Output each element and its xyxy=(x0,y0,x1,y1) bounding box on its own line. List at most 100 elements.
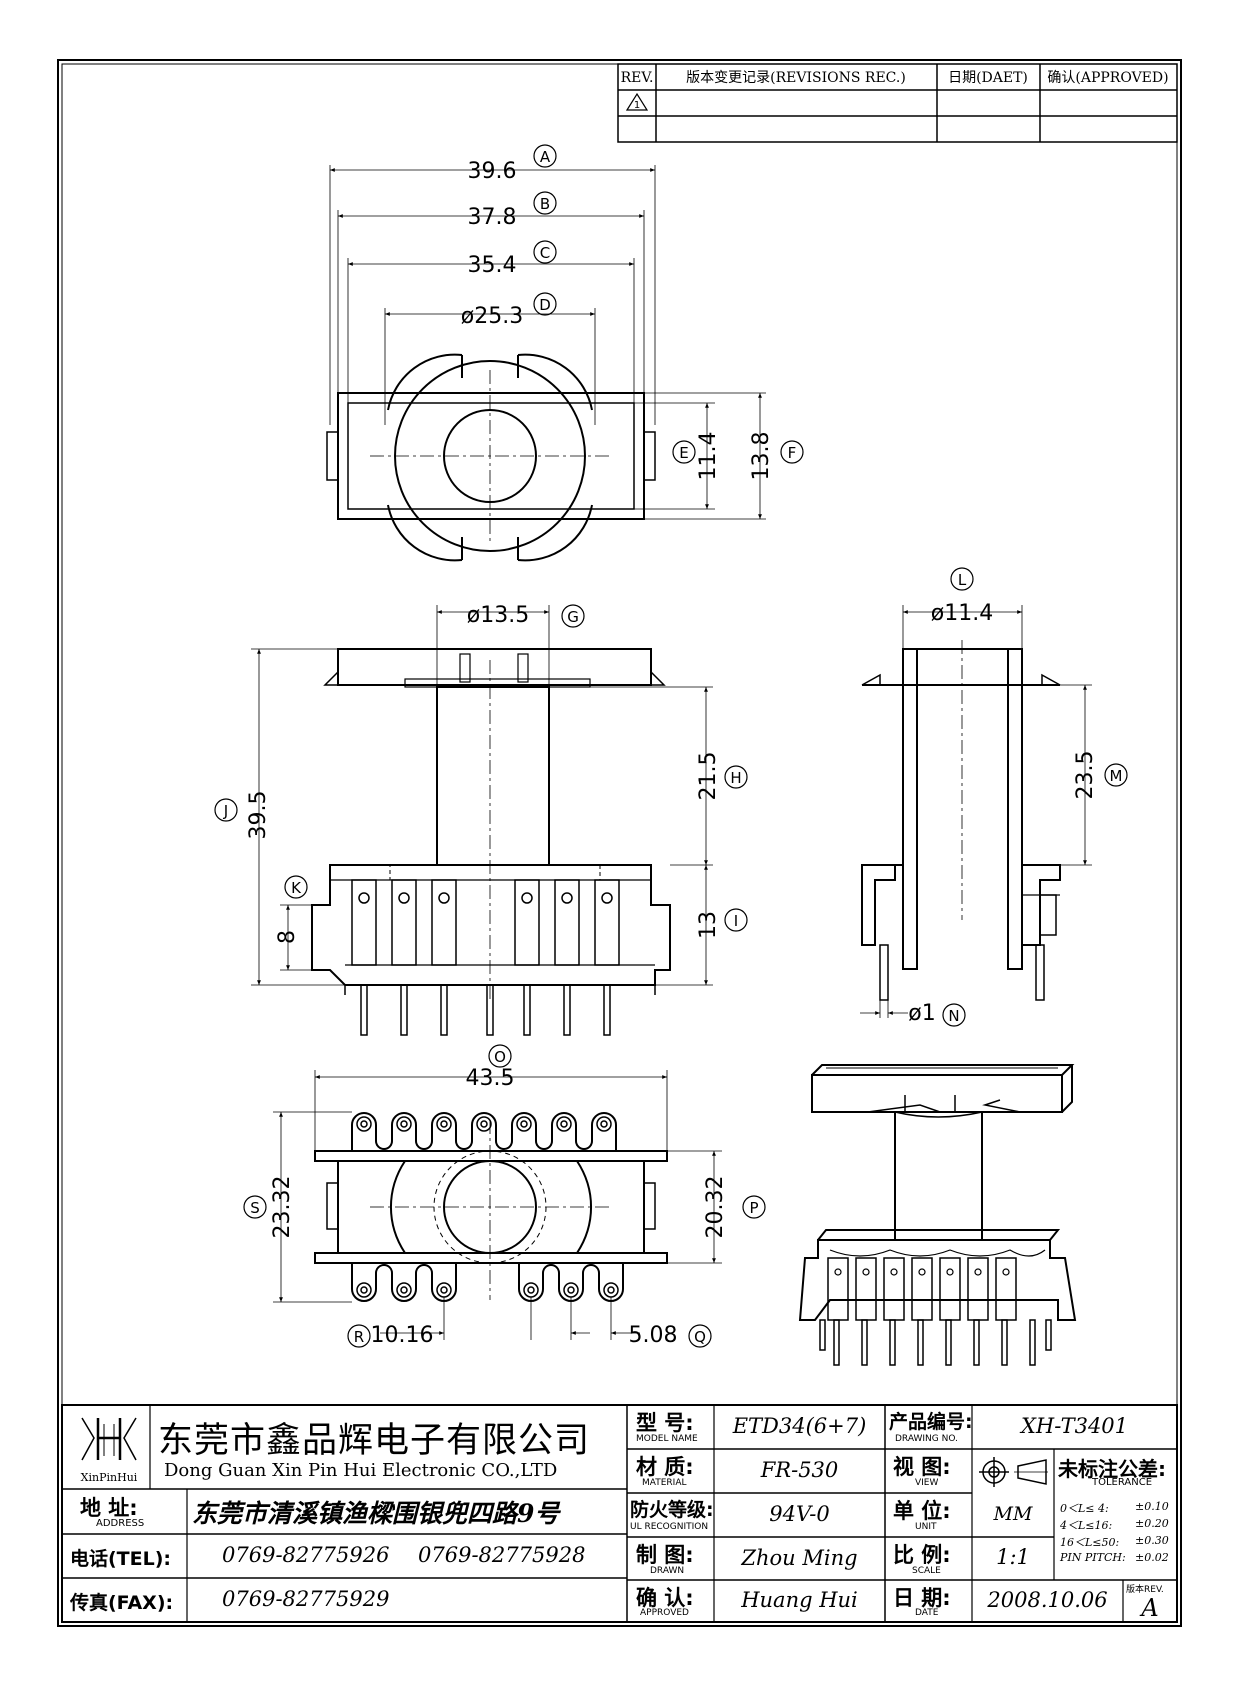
callout-D: D xyxy=(539,296,551,314)
tolerance-range: 16＜L≤50: xyxy=(1060,1536,1120,1549)
callout-A: A xyxy=(540,148,551,166)
top-view-dimensions xyxy=(329,165,766,520)
dim-E-value: 11.4 xyxy=(696,432,721,481)
callout-F: F xyxy=(788,444,797,462)
top-view-letter-callouts: A B C D E F xyxy=(533,144,804,464)
scale-value: 1:1 xyxy=(996,1545,1030,1569)
revision-table: REV. 版本变更记录(REVISIONS REC.) 日期(DAET) 确认(… xyxy=(617,63,1178,143)
tolerance-row: PIN PITCH: ±0.02 xyxy=(1060,1551,1169,1564)
callout-S: S xyxy=(250,1199,260,1217)
sheet-inner-border xyxy=(61,63,1178,1623)
drawn-label-en: DRAWN xyxy=(650,1566,685,1576)
drawing-no-label: 产品编号: xyxy=(889,1411,973,1433)
dim-G-value: ø13.5 xyxy=(467,603,529,628)
rev-box-value: A xyxy=(1141,1594,1159,1622)
revision-number: 1 xyxy=(634,100,640,111)
callout-I: I xyxy=(734,912,738,930)
scale-label-en: SCALE xyxy=(912,1566,941,1576)
view-label: 视 图: xyxy=(893,1455,951,1479)
model-value: ETD34(6+7) xyxy=(732,1414,867,1438)
address-value: 东莞市清溪镇渔樑围银兜四路9号 xyxy=(192,1499,560,1528)
material-value: FR-530 xyxy=(760,1458,839,1482)
model-label-en: MODEL NAME xyxy=(636,1434,698,1444)
tolerance-value: ±0.30 xyxy=(1135,1534,1169,1547)
company-name-en: Dong Guan Xin Pin Hui Electronic CO.,LTD xyxy=(164,1460,558,1481)
dim-R-value: 10.16 xyxy=(371,1323,434,1348)
address-label-en: ADDRESS xyxy=(96,1518,145,1529)
callout-C: C xyxy=(540,244,550,262)
callout-E: E xyxy=(679,444,688,462)
front-view-dimensions xyxy=(251,605,713,986)
dim-I-value: 13 xyxy=(696,911,721,939)
dim-P-value: 20.32 xyxy=(703,1176,728,1239)
title-block xyxy=(61,1404,1178,1623)
fax-value: 0769-82775929 xyxy=(222,1587,390,1611)
tolerance-value: ±0.02 xyxy=(1135,1551,1169,1564)
tolerance-label: 未标注公差: xyxy=(1058,1457,1166,1481)
model-label: 型 号: xyxy=(636,1411,694,1435)
dim-J-value: 39.5 xyxy=(246,791,271,840)
dim-H-value: 21.5 xyxy=(696,752,721,801)
approved-value: Huang Hui xyxy=(741,1588,858,1612)
tolerance-range: 0＜L≤ 4: xyxy=(1060,1502,1109,1515)
top-view xyxy=(326,353,656,562)
dim-C-value: 35.4 xyxy=(468,253,517,278)
material-label: 材 质: xyxy=(636,1455,694,1479)
top-view-dim-labels: 39.6 37.8 35.4 ø25.3 11.4 13.8 xyxy=(461,159,774,480)
bottom-view xyxy=(314,1112,668,1302)
bottom-view-dim-labels: 43.5 23.32 20.32 10.16 5.08 xyxy=(270,1066,728,1348)
view-label-en: VIEW xyxy=(915,1478,939,1488)
callout-H: H xyxy=(730,769,741,787)
unit-label-en: UNIT xyxy=(915,1522,937,1532)
rev-header-approved: 确认(APPROVED) xyxy=(1047,70,1168,86)
side-view xyxy=(861,640,1061,1001)
side-view-dim-labels: ø11.4 23.5 ø1 xyxy=(908,601,1098,1026)
side-view-letter-callouts: L M N xyxy=(942,567,1128,1027)
callout-K: K xyxy=(291,879,302,897)
tolerance-row: 16＜L≤50: ±0.30 xyxy=(1060,1534,1169,1550)
ul-label-en: UL RECOGNITION xyxy=(630,1522,709,1532)
rev-box-label: 版本REV. xyxy=(1126,1585,1164,1595)
front-view-letter-callouts: G H I J K xyxy=(214,604,748,932)
company-name-cn: 东莞市鑫品辉电子有限公司 xyxy=(158,1421,591,1461)
tolerance-row: 0＜L≤ 4: ±0.10 xyxy=(1060,1500,1169,1516)
callout-G: G xyxy=(567,608,579,626)
dim-A-value: 39.6 xyxy=(468,159,517,184)
isometric-view xyxy=(798,1064,1077,1366)
tolerance-value: ±0.20 xyxy=(1135,1517,1169,1530)
approved-label: 确 认: xyxy=(636,1586,694,1610)
address-label: 地 址: xyxy=(80,1496,138,1520)
dim-F-value: 13.8 xyxy=(749,432,774,481)
dim-D-value: ø25.3 xyxy=(461,304,523,329)
date-label: 日 期: xyxy=(893,1586,951,1610)
dim-N-value: ø1 xyxy=(908,1001,935,1026)
rev-header-date: 日期(DAET) xyxy=(948,70,1028,86)
rev-header-rev: REV. xyxy=(621,70,654,86)
dim-S-value: 23.32 xyxy=(270,1176,295,1239)
ul-label: 防火等级: xyxy=(630,1499,714,1521)
callout-B: B xyxy=(540,195,550,213)
ul-value: 94V-0 xyxy=(769,1502,830,1526)
sheet-border xyxy=(57,59,1182,1627)
tel-1-value: 0769-82775926 xyxy=(222,1543,390,1567)
date-label-en: DATE xyxy=(915,1608,939,1618)
callout-M: M xyxy=(1110,767,1123,785)
unit-label: 单 位: xyxy=(893,1499,951,1523)
tolerance-row: 4＜L≤16: ±0.20 xyxy=(1060,1517,1169,1533)
drawn-value: Zhou Ming xyxy=(741,1546,858,1570)
tel-2-value: 0769-82775928 xyxy=(418,1543,586,1567)
approved-label-en: APPROVED xyxy=(640,1608,689,1618)
bottom-view-letter-callouts: O S P R Q xyxy=(243,1044,766,1348)
dim-B-value: 37.8 xyxy=(468,205,517,230)
tel-label: 电话(TEL): xyxy=(70,1548,172,1570)
projection-view-icon xyxy=(979,1457,1048,1487)
dim-O-value: 43.5 xyxy=(466,1066,515,1091)
callout-P: P xyxy=(749,1199,758,1217)
side-view-dimensions xyxy=(860,605,1092,1018)
callout-Q: Q xyxy=(694,1328,706,1346)
tolerance-label-en: TOLERANCE xyxy=(1092,1477,1153,1488)
callout-O: O xyxy=(494,1048,506,1066)
bottom-view-dimensions xyxy=(273,1070,722,1340)
